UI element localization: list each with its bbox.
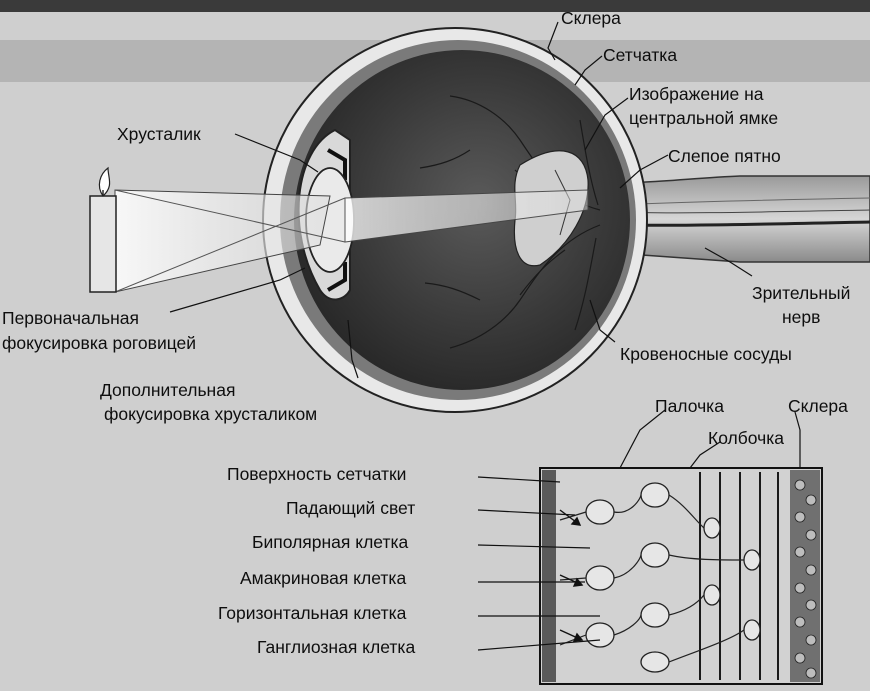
label-optic-nerve-1: Зрительный (752, 283, 851, 303)
label-incident-light: Падающий свет (286, 498, 416, 518)
label-fovea-image-1: Изображение на (629, 84, 764, 104)
label-amacrine-cell: Амакриновая клетка (240, 568, 407, 588)
label-blind-spot: Слепое пятно (668, 146, 781, 166)
label-lens-focus-1: Дополнительная (100, 380, 236, 400)
label-lens-focus-2: фокусировка хрусталиком (104, 404, 318, 424)
label-rod: Палочка (655, 396, 724, 416)
leader-lines (169, 21, 801, 651)
label-sclera-top: Склера (561, 8, 621, 28)
candle-icon (89, 166, 117, 293)
label-blood-vessels: Кровеносные сосуды (620, 344, 792, 364)
label-fovea-image-2: центральной ямке (629, 108, 779, 128)
label-retina-surface: Поверхность сетчатки (227, 464, 407, 484)
label-optic-nerve-2: нерв (782, 307, 821, 327)
label-sclera-inset: Склера (788, 396, 848, 416)
label-bipolar-cell: Биполярная клетка (252, 532, 409, 552)
label-cornea-focus-2: фокусировка роговицей (2, 333, 197, 353)
label-retina: Сетчатка (603, 45, 678, 65)
label-horizontal-cell: Горизонтальная клетка (218, 603, 407, 623)
label-cone: Колбочка (708, 428, 785, 448)
label-cornea-focus-1: Первоначальная (2, 308, 139, 328)
retina-cells-inset (539, 467, 823, 685)
label-lens: Хрусталик (117, 124, 201, 144)
label-ganglion-cell: Ганглиозная клетка (257, 637, 416, 657)
optic-nerve (599, 175, 870, 263)
